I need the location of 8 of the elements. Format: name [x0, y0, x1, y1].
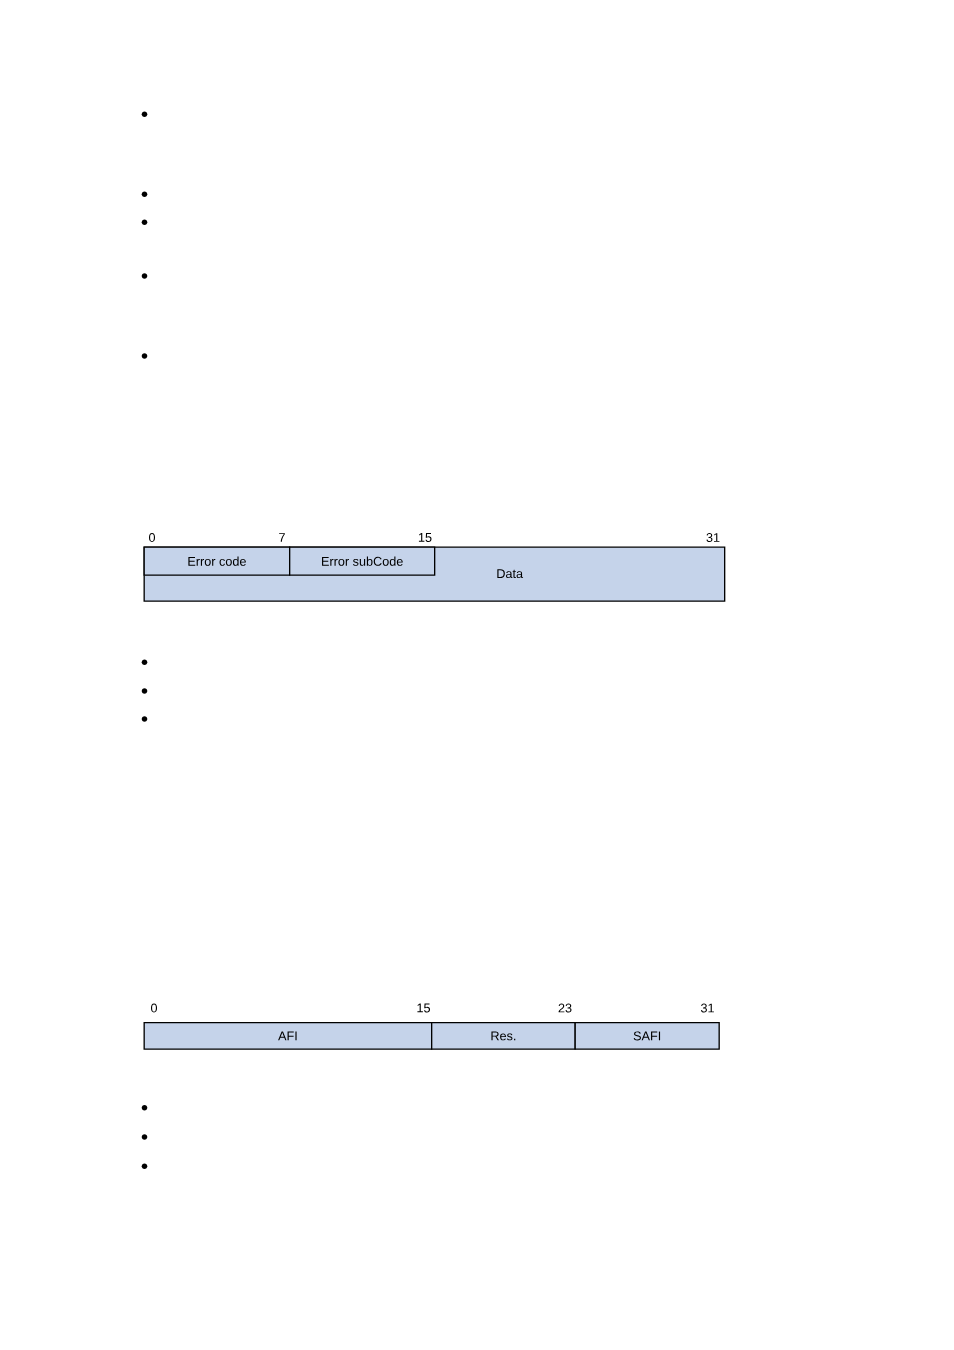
bit-number: 23 — [558, 1003, 572, 1013]
bit-number: 7 — [279, 533, 285, 542]
field-box: Res. — [431, 1022, 576, 1050]
bit-number: 15 — [417, 1003, 431, 1013]
field-box: SAFI — [574, 1022, 720, 1050]
field-box: Error subCode — [289, 546, 436, 576]
field-box: Error code — [143, 546, 291, 576]
bit-number: 31 — [706, 533, 720, 542]
